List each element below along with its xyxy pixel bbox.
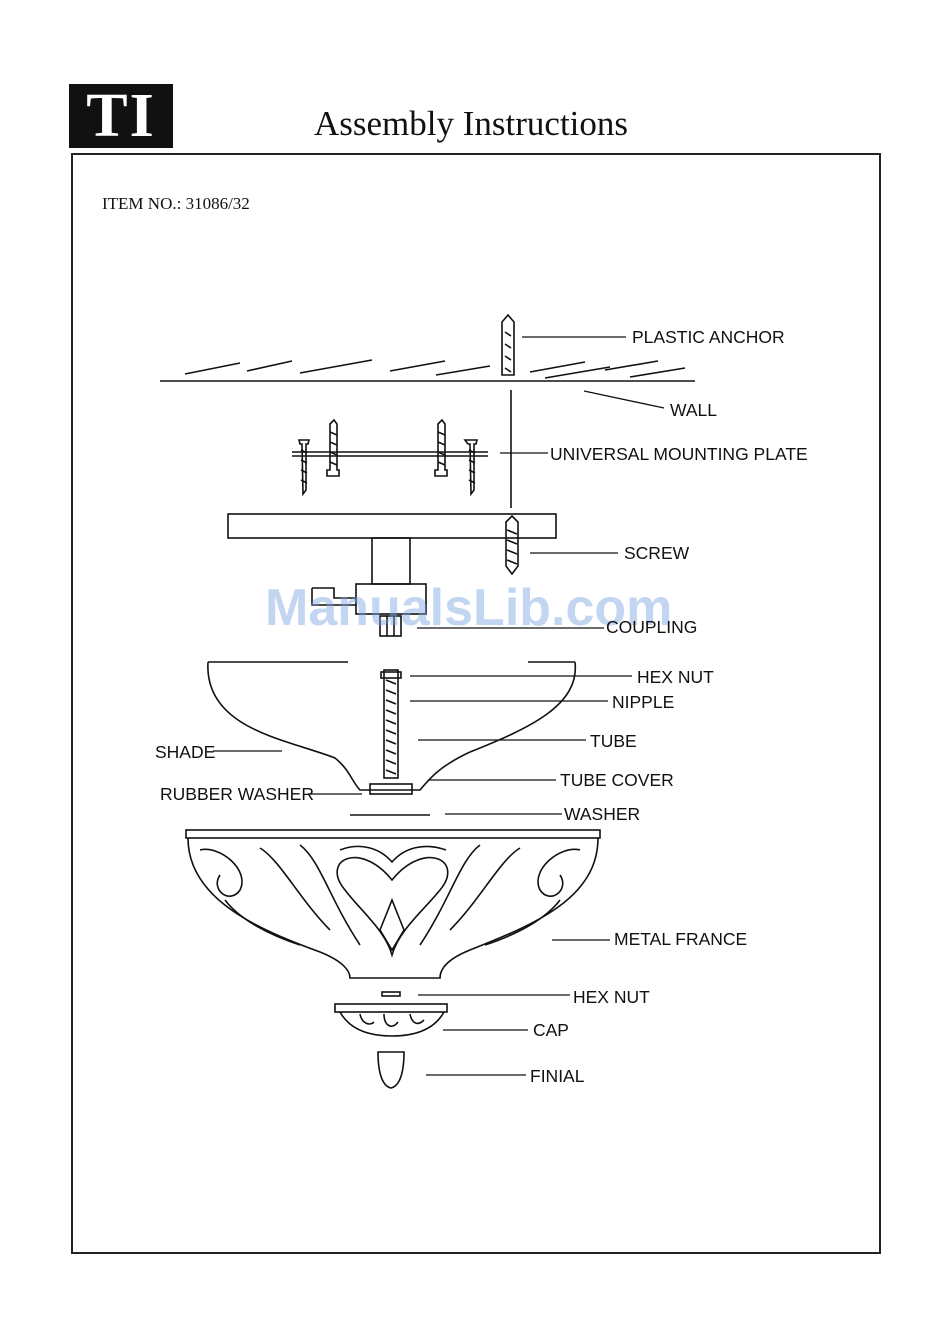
label-shade: SHADE [155,742,215,762]
glass-shade [208,662,575,790]
label-cap: CAP [533,1020,569,1040]
label-metal-france: METAL FRANCE [614,929,747,949]
label-rubber-washer: RUBBER WASHER [160,784,314,804]
label-hex-nut-top: HEX NUT [637,667,714,687]
label-coupling: COUPLING [606,617,697,637]
wall-surface [160,360,695,381]
plastic-anchor [502,315,514,375]
canopy-screw [506,516,518,574]
label-universal-mounting-plate: UNIVERSAL MOUNTING PLATE [550,444,808,464]
label-finial: FINIAL [530,1066,584,1086]
label-tube-cover: TUBE COVER [560,770,674,790]
label-plastic-anchor: PLASTIC ANCHOR [632,327,785,347]
finial [378,1052,404,1088]
label-tube: TUBE [590,731,637,751]
label-washer: WASHER [564,804,640,824]
metal-frame [186,830,600,978]
label-hex-nut-bottom: HEX NUT [573,987,650,1007]
label-wall: WALL [670,400,717,420]
nipple-rod [381,670,401,778]
universal-mounting-plate [292,420,488,494]
label-nipple: NIPPLE [612,692,674,712]
decorative-cap [335,1004,447,1036]
label-screw: SCREW [624,543,689,563]
